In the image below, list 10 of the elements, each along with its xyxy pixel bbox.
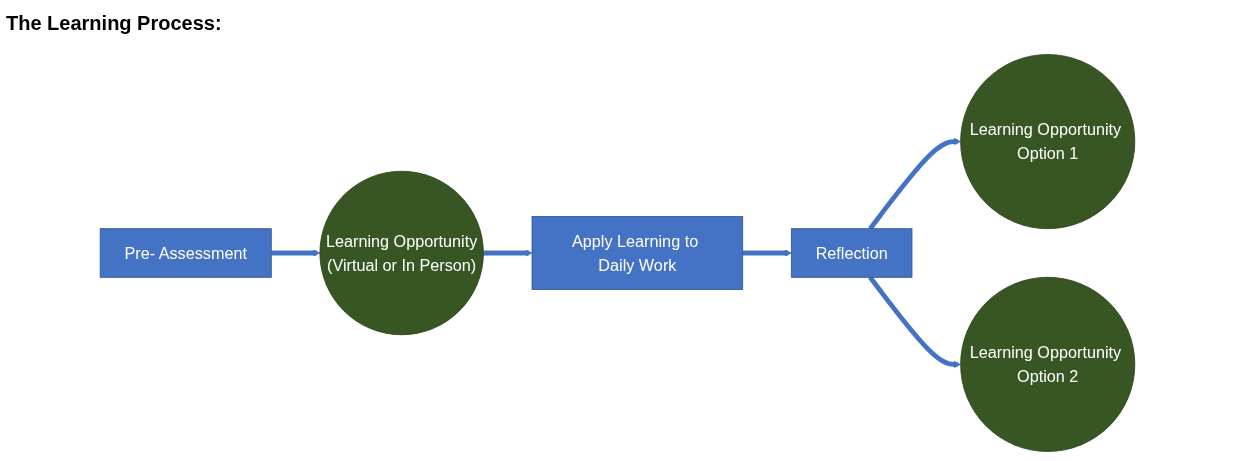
node-box: Apply Learning to Daily Work [531, 216, 744, 290]
node-circle: Learning Opportunity Option 1 [960, 54, 1136, 230]
node-box: Reflection [790, 228, 913, 278]
node-circle: Learning Opportunity Option 2 [960, 276, 1136, 452]
arrow [483, 249, 533, 257]
arrow [742, 249, 792, 257]
node-box: Pre- Assessment [99, 228, 272, 278]
arrow [271, 249, 321, 257]
diagram-title: The Learning Process: [6, 12, 222, 35]
node-circle: Learning Opportunity (Virtual or In Person) [319, 170, 484, 336]
